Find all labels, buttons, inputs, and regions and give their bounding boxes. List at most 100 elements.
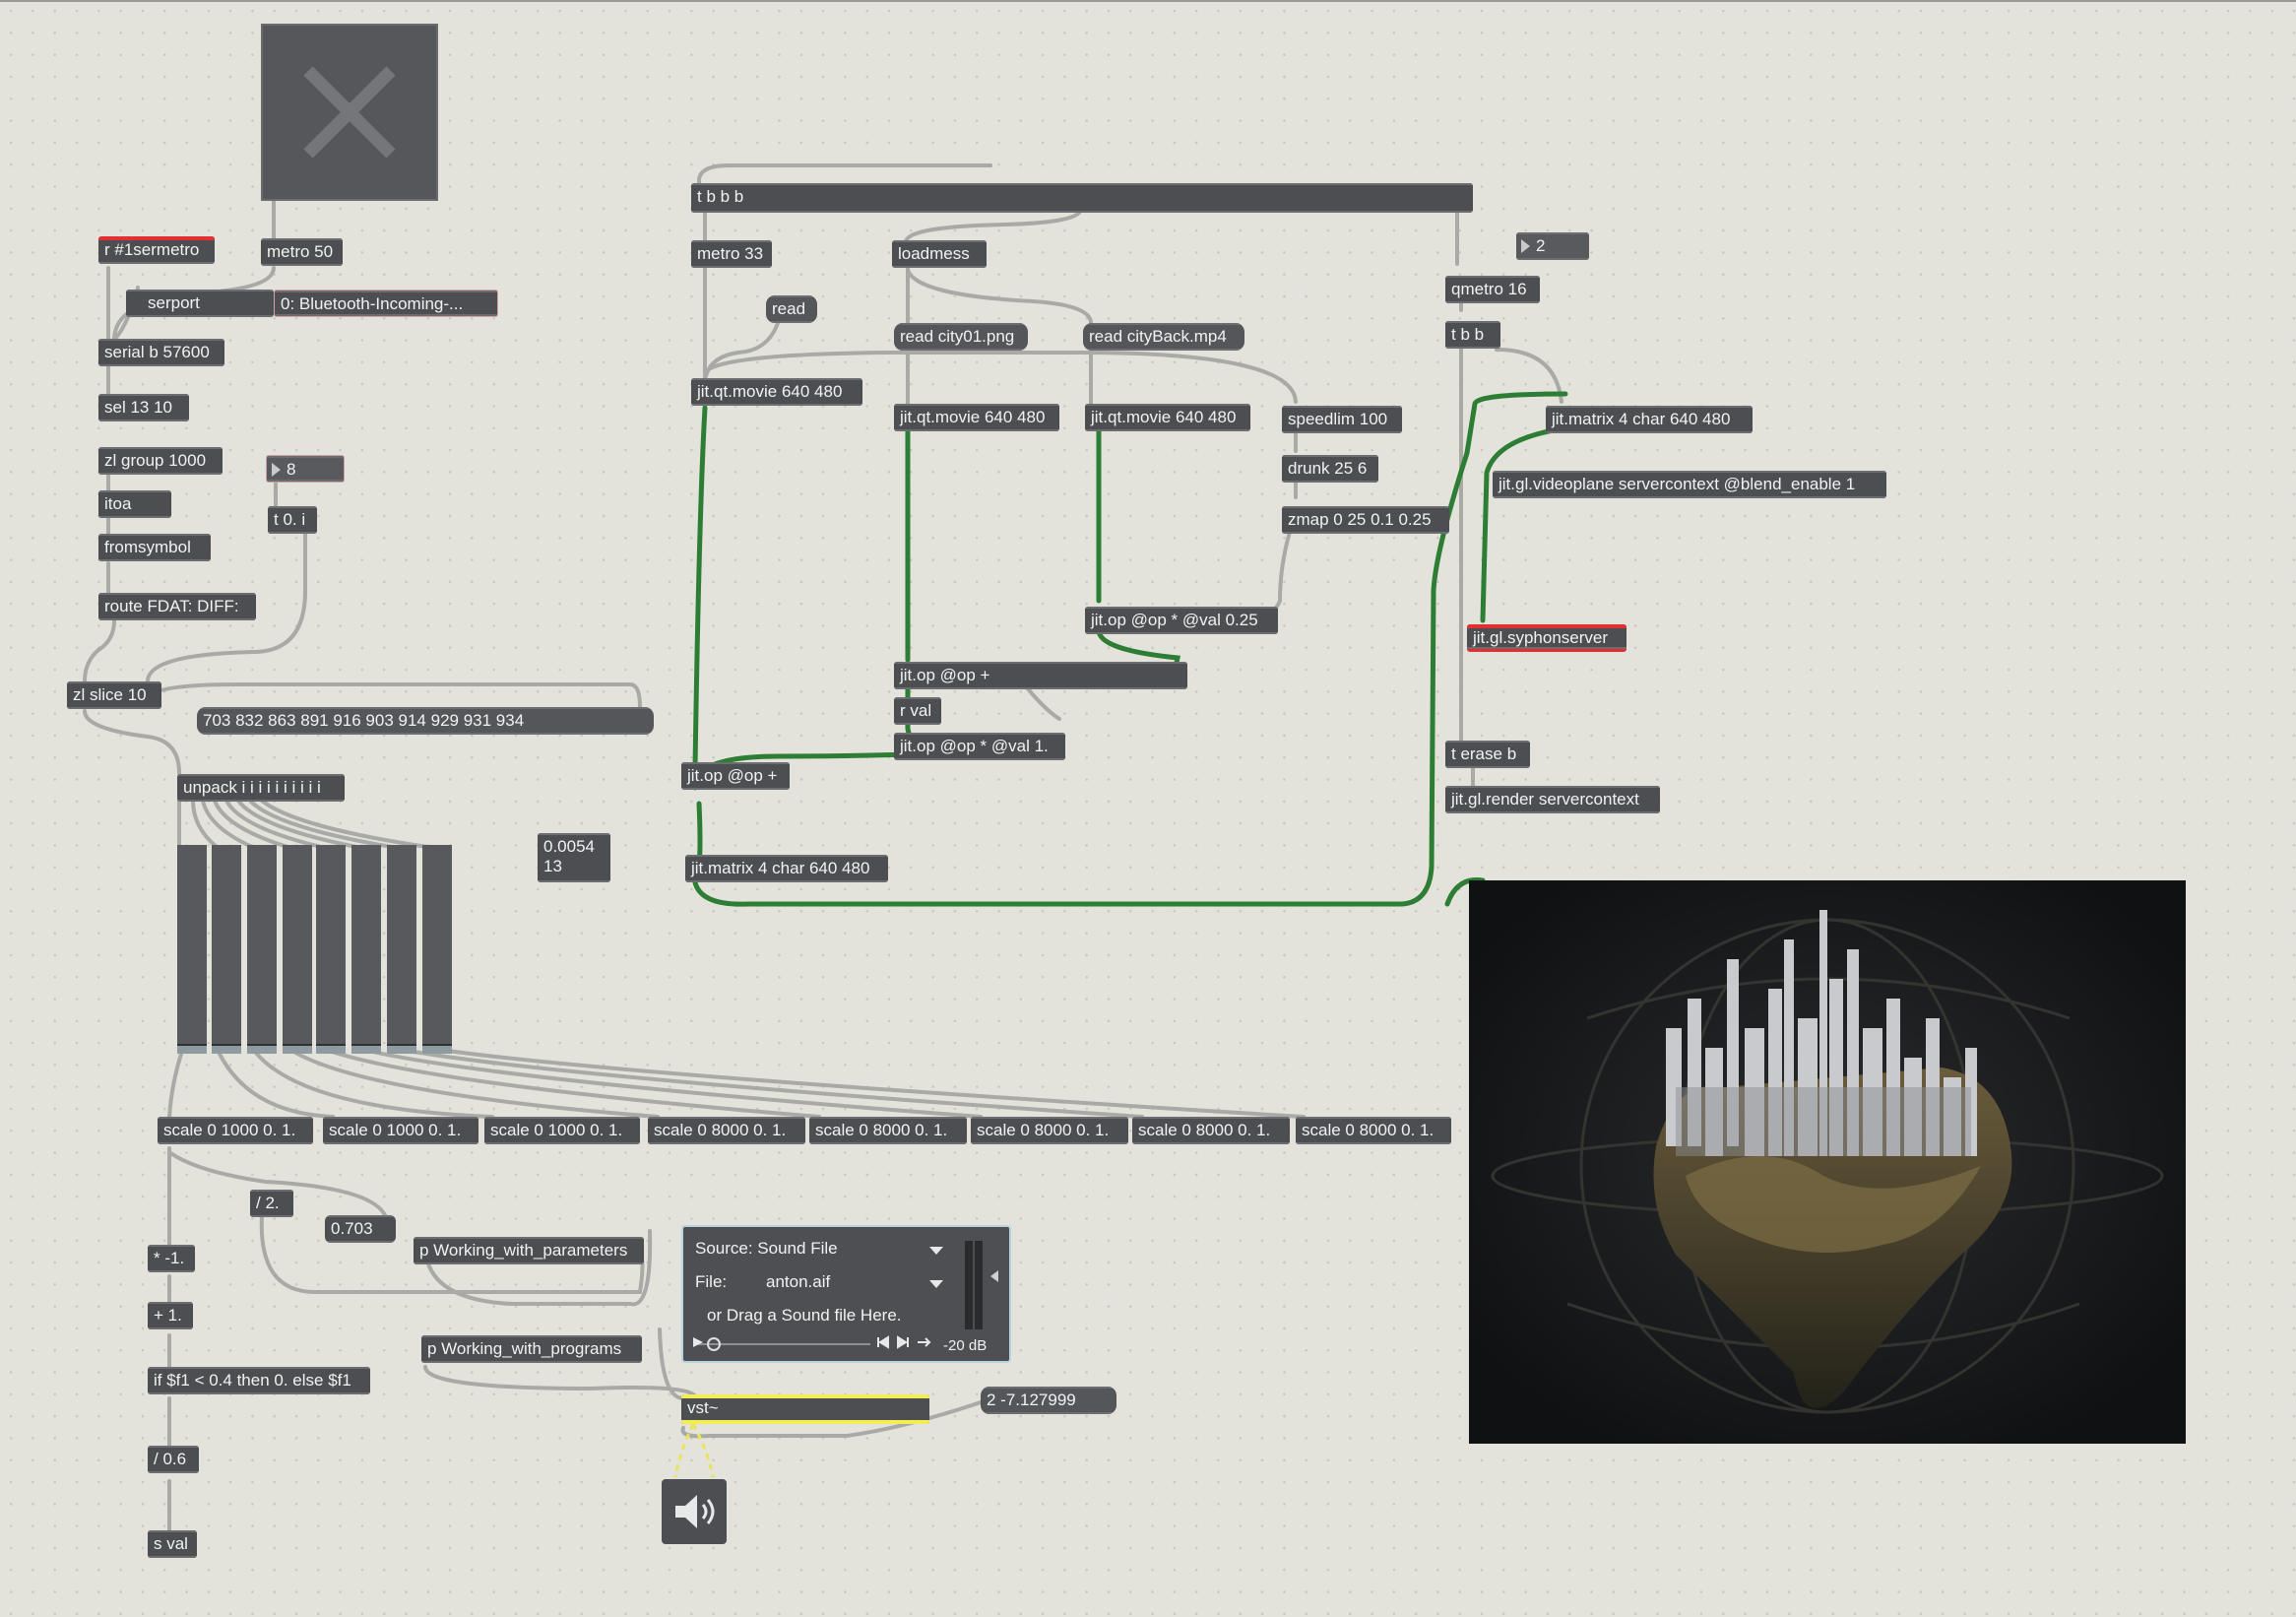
metro50-object[interactable]: metro 50 (261, 238, 343, 266)
qmetro-object[interactable]: qmetro 16 (1445, 276, 1540, 303)
file-name[interactable]: anton.aif (766, 1272, 831, 1291)
jitter-preview-window[interactable] (1469, 880, 2186, 1444)
slider-5[interactable] (316, 845, 346, 1054)
slider-knob[interactable] (247, 1044, 277, 1054)
plus-object[interactable]: + 1. (148, 1302, 193, 1329)
slider-8[interactable] (422, 845, 452, 1054)
subpatch-parameters[interactable]: p Working_with_parameters (414, 1237, 644, 1264)
route-object[interactable]: route FDAT: DIFF: (98, 593, 256, 620)
number-box-2[interactable]: 2 (1516, 232, 1589, 260)
jit-qt-movie-3[interactable]: jit.qt.movie 640 480 (1085, 404, 1250, 431)
serport-menu[interactable]: serport (126, 290, 274, 317)
float-0703[interactable]: 0.703 (325, 1215, 396, 1243)
zlgroup-object[interactable]: zl group 1000 (98, 447, 223, 475)
serial-object[interactable]: serial b 57600 (98, 339, 224, 366)
slider-6[interactable] (351, 845, 381, 1054)
jit-op-val-1[interactable]: jit.op @op * @val 1. (894, 733, 1065, 760)
slider-knob[interactable] (316, 1044, 346, 1054)
vst-object[interactable]: vst~ (681, 1394, 929, 1424)
trigger-tbb[interactable]: t b b (1445, 321, 1500, 349)
sound-file-player[interactable]: Source: Sound File File: anton.aif or Dr… (681, 1225, 1011, 1363)
send-val-object[interactable]: s val (148, 1530, 197, 1558)
read-message[interactable]: read (766, 295, 817, 323)
if-object[interactable]: if $f1 < 0.4 then 0. else $f1 (148, 1367, 370, 1394)
divide-06-object[interactable]: / 0.6 (148, 1446, 199, 1473)
slider-knob[interactable] (351, 1044, 381, 1054)
meter-right (975, 1241, 983, 1329)
scale-object-2[interactable]: scale 0 1000 0. 1. (323, 1117, 478, 1144)
metro33-object[interactable]: metro 33 (691, 240, 772, 268)
slider-2[interactable] (212, 845, 241, 1054)
slider-knob[interactable] (422, 1044, 452, 1054)
sel-object[interactable]: sel 13 10 (98, 394, 189, 421)
scale-object-7[interactable]: scale 0 8000 0. 1. (1132, 1117, 1290, 1144)
ezdac-speaker[interactable] (662, 1479, 727, 1544)
gain-arrow-icon[interactable] (990, 1270, 998, 1282)
fromsymbol-object[interactable]: fromsymbol (98, 534, 211, 561)
jit-gl-syphonserver[interactable]: jit.gl.syphonserver (1467, 624, 1626, 652)
transport-icons[interactable] (876, 1335, 935, 1349)
scale-object-1[interactable]: scale 0 1000 0. 1. (158, 1117, 313, 1144)
cords-reads-movies (906, 349, 1093, 406)
slider-7[interactable] (387, 845, 416, 1054)
serport-device-menu[interactable]: 0: Bluetooth-Incoming-... (274, 290, 498, 317)
unpack-object[interactable]: unpack i i i i i i i i i i (177, 774, 345, 802)
jit-matrix-1[interactable]: jit.matrix 4 char 640 480 (685, 855, 888, 882)
list-message[interactable]: 703 832 863 891 916 903 914 929 931 934 (197, 707, 654, 735)
slider-knob[interactable] (283, 1044, 312, 1054)
scale-object-8[interactable]: scale 0 8000 0. 1. (1296, 1117, 1451, 1144)
play-icon[interactable] (691, 1335, 705, 1349)
jit-op-plus-1[interactable]: jit.op @op + (894, 662, 1187, 689)
trigger-t0i[interactable]: t 0. i (268, 506, 317, 534)
subpatch-programs[interactable]: p Working_with_programs (421, 1335, 642, 1363)
jit-matrix-2[interactable]: jit.matrix 4 char 640 480 (1546, 406, 1753, 433)
jit-qt-movie-1[interactable]: jit.qt.movie 640 480 (691, 378, 862, 406)
receive-object[interactable]: r #1sermetro (98, 236, 215, 264)
divide-2-object[interactable]: / 2. (250, 1190, 293, 1217)
metro-toggle[interactable] (261, 24, 438, 201)
jit-qt-movie-2[interactable]: jit.qt.movie 640 480 (894, 404, 1059, 431)
slider-knob[interactable] (177, 1044, 207, 1054)
slider-1[interactable] (177, 845, 207, 1054)
float-display: 0.0054 13 (538, 833, 610, 882)
read-back-message[interactable]: read cityBack.mp4 (1083, 323, 1244, 351)
itoa-object[interactable]: itoa (98, 490, 171, 518)
multiply-object[interactable]: * -1. (148, 1245, 195, 1272)
cord-zlslice-listmsg (146, 682, 642, 709)
jit-gl-videoplane[interactable]: jit.gl.videoplane servercontext @blend_e… (1493, 471, 1886, 498)
slider-3[interactable] (247, 845, 277, 1054)
receive-val-object[interactable]: r val (894, 697, 941, 725)
number-box-8[interactable]: 8 (266, 455, 345, 483)
slider-4[interactable] (283, 845, 312, 1054)
cords-loadmess-reads (906, 266, 1093, 325)
jit-op-plus-2[interactable]: jit.op @op + (681, 762, 790, 790)
speedlim-object[interactable]: speedlim 100 (1282, 406, 1402, 433)
zlslice-object[interactable]: zl slice 10 (67, 681, 161, 709)
slider-knob[interactable] (212, 1044, 241, 1054)
drag-hint: or Drag a Sound file Here. (707, 1306, 902, 1325)
zmap-object[interactable]: zmap 0 25 0.1 0.25 (1282, 506, 1449, 534)
drunk-object[interactable]: drunk 25 6 (1282, 455, 1378, 483)
scrub-knob[interactable] (707, 1337, 721, 1351)
jit-gl-render[interactable]: jit.gl.render servercontext (1445, 786, 1660, 813)
slider-knob[interactable] (387, 1044, 416, 1054)
scrub-bar[interactable] (697, 1343, 870, 1345)
scale-object-4[interactable]: scale 0 8000 0. 1. (648, 1117, 805, 1144)
matrix-cord-movie1-jitop (692, 405, 708, 791)
vst-message[interactable]: 2 -7.127999 (981, 1387, 1116, 1414)
read-city-message[interactable]: read city01.png (894, 323, 1028, 351)
scale-object-6[interactable]: scale 0 8000 0. 1. (971, 1117, 1128, 1144)
scale-object-5[interactable]: scale 0 8000 0. 1. (809, 1117, 967, 1144)
loadmess-object[interactable]: loadmess (892, 240, 987, 268)
file-dropdown-icon[interactable] (929, 1280, 943, 1288)
trigger-tbbb[interactable]: t b b b (691, 183, 1473, 213)
jit-op-val-025[interactable]: jit.op @op * @val 0.25 (1085, 607, 1278, 634)
source-dropdown-icon[interactable] (929, 1247, 943, 1255)
file-label: File: (695, 1272, 728, 1291)
cord-tbbb-loadmess (904, 207, 1083, 244)
matrix-cord-matrix1-matrix2 (692, 391, 1568, 907)
cord-tbb-matrix2 (1495, 348, 1563, 404)
trigger-erase[interactable]: t erase b (1445, 741, 1530, 768)
scale-object-3[interactable]: scale 0 1000 0. 1. (484, 1117, 640, 1144)
